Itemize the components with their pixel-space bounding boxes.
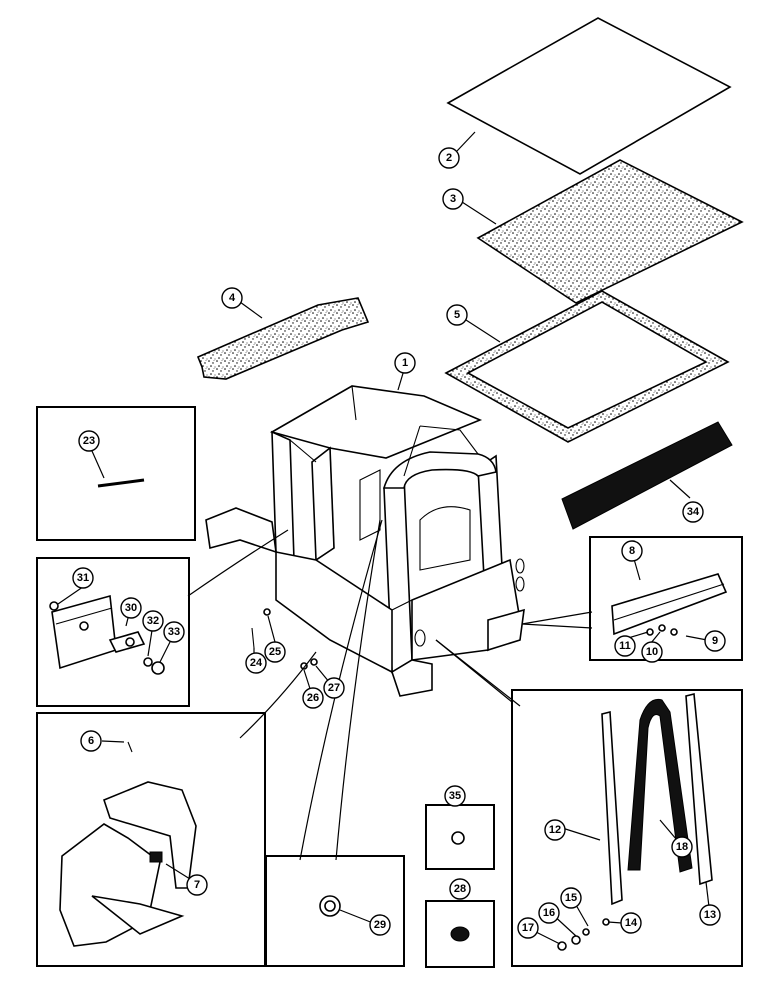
svg-text:23: 23 (83, 435, 95, 447)
fasteners-24-27 (251, 608, 318, 670)
part-5-seal-frame (444, 290, 730, 443)
callout-24: 24 (245, 652, 267, 674)
callout-8: 8 (621, 540, 643, 562)
inset-box-28 (425, 900, 495, 968)
callout-30: 30 (120, 597, 142, 619)
inset-box-6-7 (36, 712, 266, 967)
svg-text:33: 33 (168, 626, 180, 638)
part-2-headliner-panel (446, 17, 732, 175)
svg-text:24: 24 (250, 657, 263, 669)
svg-text:3: 3 (450, 193, 456, 205)
part-4-roof-insulation (196, 297, 370, 380)
svg-text:17: 17 (522, 922, 534, 934)
callout-7: 7 (186, 874, 208, 896)
callout-16: 16 (538, 902, 560, 924)
svg-text:13: 13 (704, 909, 716, 921)
inset-box-30-33 (36, 557, 190, 707)
callout-25: 25 (264, 641, 286, 663)
svg-text:11: 11 (619, 640, 631, 652)
svg-text:10: 10 (646, 646, 658, 658)
callout-33: 33 (163, 621, 185, 643)
callout-9: 9 (704, 630, 726, 652)
part-1-cab-frame (205, 385, 525, 697)
callout-23: 23 (78, 430, 100, 452)
callout-13: 13 (699, 904, 721, 926)
callout-5: 5 (446, 304, 468, 326)
callout-14: 14 (620, 912, 642, 934)
callout-11: 11 (614, 635, 636, 657)
inset-box-23 (36, 406, 196, 541)
callout-32: 32 (142, 610, 164, 632)
callout-28: 28 (449, 878, 471, 900)
callout-29: 29 (369, 914, 391, 936)
svg-text:31: 31 (77, 572, 89, 584)
callout-26: 26 (302, 687, 324, 709)
callout-1: 1 (394, 352, 416, 374)
svg-text:35: 35 (449, 790, 461, 802)
callout-15: 15 (560, 887, 582, 909)
svg-text:9: 9 (712, 635, 718, 647)
svg-text:15: 15 (565, 892, 577, 904)
callout-3: 3 (442, 188, 464, 210)
callout-17: 17 (517, 917, 539, 939)
svg-text:30: 30 (125, 602, 137, 614)
svg-text:18: 18 (676, 841, 688, 853)
svg-text:12: 12 (549, 824, 561, 836)
callout-31: 31 (72, 567, 94, 589)
svg-text:2: 2 (446, 152, 452, 164)
svg-text:29: 29 (374, 919, 386, 931)
svg-text:16: 16 (543, 907, 555, 919)
svg-text:6: 6 (88, 735, 94, 747)
svg-text:25: 25 (269, 646, 281, 658)
svg-text:8: 8 (629, 545, 635, 557)
callout-18: 18 (671, 836, 693, 858)
callout-34: 34 (682, 501, 704, 523)
part-34-dark-strip (561, 421, 733, 530)
callout-4: 4 (221, 287, 243, 309)
svg-text:34: 34 (687, 506, 700, 518)
svg-text:32: 32 (147, 615, 159, 627)
inset-box-29 (265, 855, 405, 967)
callout-27: 27 (323, 677, 345, 699)
svg-text:7: 7 (194, 879, 200, 891)
svg-text:5: 5 (454, 309, 460, 321)
svg-text:26: 26 (307, 692, 319, 704)
callout-6: 6 (80, 730, 102, 752)
svg-text:27: 27 (328, 682, 340, 694)
callout-35: 35 (444, 785, 466, 807)
svg-text:1: 1 (402, 357, 408, 369)
svg-text:4: 4 (229, 292, 236, 304)
callout-10: 10 (641, 641, 663, 663)
callout-2: 2 (438, 147, 460, 169)
svg-text:28: 28 (454, 883, 466, 895)
callouts: 1 2 3 4 5 6 7 8 9 10 11 12 13 14 15 16 1… (72, 147, 726, 939)
callout-12: 12 (544, 819, 566, 841)
inset-box-35 (425, 804, 495, 870)
part-3-insulation-pad (476, 159, 744, 304)
svg-text:14: 14 (625, 917, 638, 929)
